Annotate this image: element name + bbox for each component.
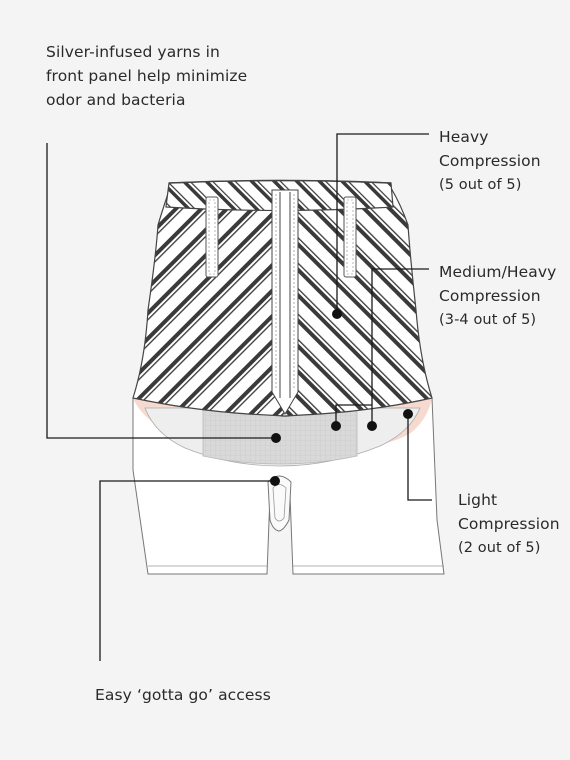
callout-light-compression: Light Compression (2 out of 5) bbox=[458, 488, 560, 560]
dot-medium-heavy-2 bbox=[367, 421, 377, 431]
callout-access-line-1: Easy ‘gotta go’ access bbox=[95, 686, 271, 704]
leader-dots bbox=[270, 309, 413, 486]
callout-silver-line-1: Silver-infused yarns in bbox=[46, 43, 220, 61]
center-hook-strip bbox=[271, 189, 299, 415]
dot-silver bbox=[271, 433, 281, 443]
leader-access bbox=[99, 480, 275, 661]
leader-heavy bbox=[336, 133, 429, 314]
callout-medium-heavy-line-2: Compression bbox=[439, 287, 541, 305]
callout-heavy-line-2: Compression bbox=[439, 152, 541, 170]
leader-lines bbox=[46, 133, 432, 661]
dot-heavy bbox=[332, 309, 342, 319]
gusset-opening bbox=[267, 475, 292, 532]
callout-silver-line-2: front panel help minimize bbox=[46, 67, 248, 85]
callout-medium-heavy-line-1: Medium/Heavy bbox=[439, 263, 557, 281]
callout-light-line-1: Light bbox=[458, 491, 498, 509]
callout-silver-line-3: odor and bacteria bbox=[46, 91, 186, 109]
callout-light-line-2: Compression bbox=[458, 515, 560, 533]
torso-right-panel bbox=[280, 187, 433, 417]
leader-medium-heavy bbox=[371, 268, 429, 426]
callout-gotta-go-access: Easy ‘gotta go’ access bbox=[95, 683, 271, 707]
callout-silver-infused: Silver-infused yarns in front panel help… bbox=[46, 40, 247, 112]
callout-light-line-3: (2 out of 5) bbox=[458, 540, 541, 556]
callout-heavy-line-1: Heavy bbox=[439, 128, 489, 146]
leader-light bbox=[407, 414, 432, 501]
leader-silver bbox=[46, 143, 276, 439]
dot-light bbox=[403, 409, 413, 419]
callout-medium-heavy-compression: Medium/Heavy Compression (3-4 out of 5) bbox=[439, 260, 556, 332]
callout-heavy-line-3: (5 out of 5) bbox=[439, 177, 522, 193]
boning-channel-left bbox=[205, 196, 219, 278]
waistband-edge bbox=[168, 179, 392, 184]
callout-medium-heavy-line-3: (3-4 out of 5) bbox=[439, 312, 537, 328]
boning-channel-right bbox=[343, 196, 357, 278]
callout-heavy-compression: Heavy Compression (5 out of 5) bbox=[439, 125, 541, 197]
dot-medium-heavy-1 bbox=[331, 421, 341, 431]
dot-access bbox=[270, 476, 280, 486]
leader-medium-heavy-branch bbox=[335, 404, 372, 426]
